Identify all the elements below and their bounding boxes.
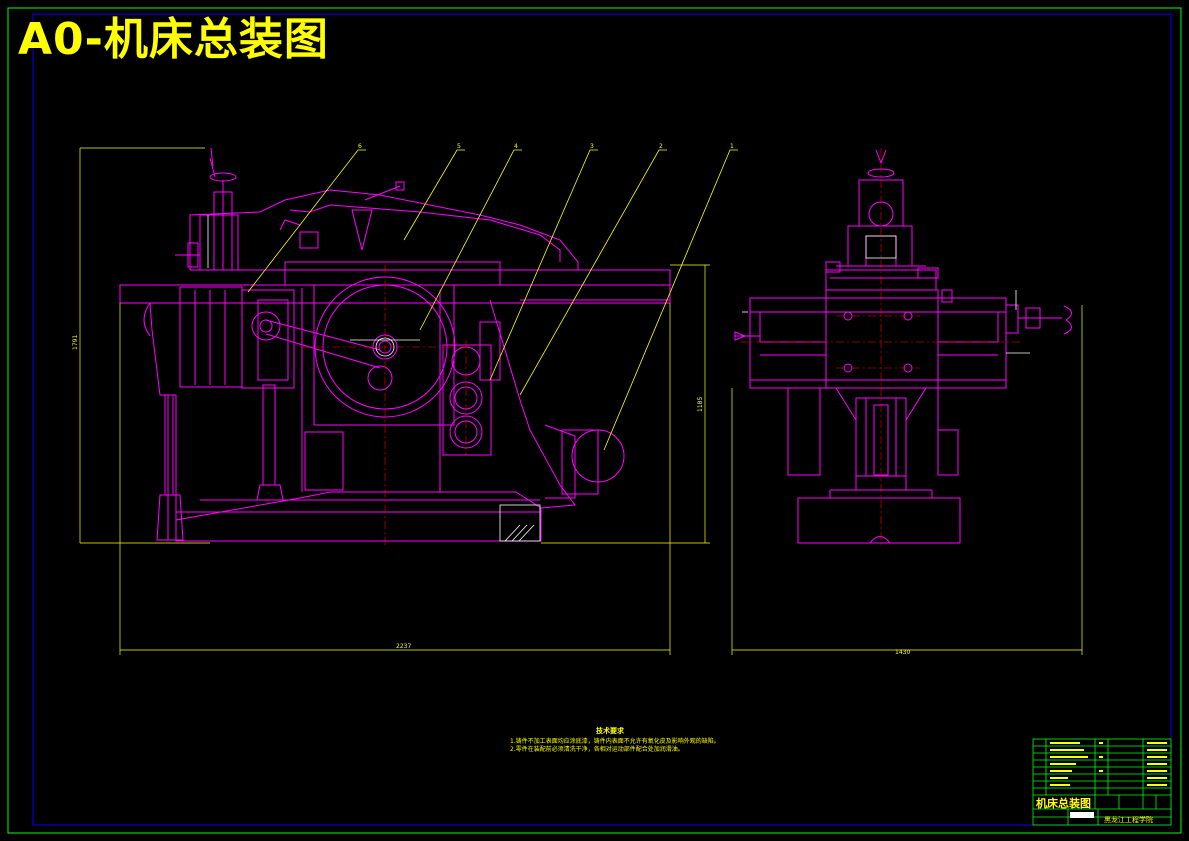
dimension-front-height-left: 1791: [72, 335, 79, 350]
balloon-5: 5: [457, 143, 461, 150]
side-view-white-details: [742, 235, 1030, 354]
dimension-front-width: 2237: [396, 643, 411, 650]
outer-border: [7, 7, 1182, 834]
title-block: [1032, 738, 1172, 826]
side-view: [734, 149, 1072, 544]
balloon-6: 6: [358, 143, 362, 150]
side-dimensions: [731, 305, 1083, 655]
balloon-1: 1: [730, 143, 734, 150]
title-block-fills: [1050, 742, 1167, 818]
technical-notes: 技术要求 1.铸件不加工表面均应涂底漆，铸件内表面不允许有氧化皮及影响外观的缺陷…: [510, 727, 720, 754]
technical-note-line: 2.零件在装配前必须清洗干净，各相对运动部件配合处加润滑油。: [510, 746, 684, 753]
title-block-drawing-name: 机床总装图: [1036, 796, 1091, 810]
front-view-centerlines: [300, 265, 470, 545]
drawing-title: A0-机床总装图: [18, 14, 329, 65]
inner-border: [32, 13, 1172, 826]
front-view: [119, 147, 671, 542]
dimension-front-height-right: 1185: [697, 397, 704, 412]
balloon-3: 3: [590, 143, 594, 150]
balloon-labels: 6 5 4 3 2 1: [358, 143, 734, 150]
title-block-school: 黑龙江工程学院: [1104, 815, 1153, 824]
balloon-2: 2: [659, 143, 663, 150]
dimension-side-width: 1430: [895, 649, 910, 656]
balloon-4: 4: [514, 143, 518, 150]
front-dimensions: [79, 147, 710, 655]
leader-lines: [247, 149, 738, 451]
side-view-centerlines: [740, 148, 1020, 545]
front-dimension-texts: 2237 1791 1185: [72, 335, 704, 650]
technical-notes-heading: 技术要求: [596, 727, 624, 735]
technical-note-line: 1.铸件不加工表面均应涂底漆，铸件内表面不允许有氧化皮及影响外观的缺陷。: [510, 738, 720, 745]
